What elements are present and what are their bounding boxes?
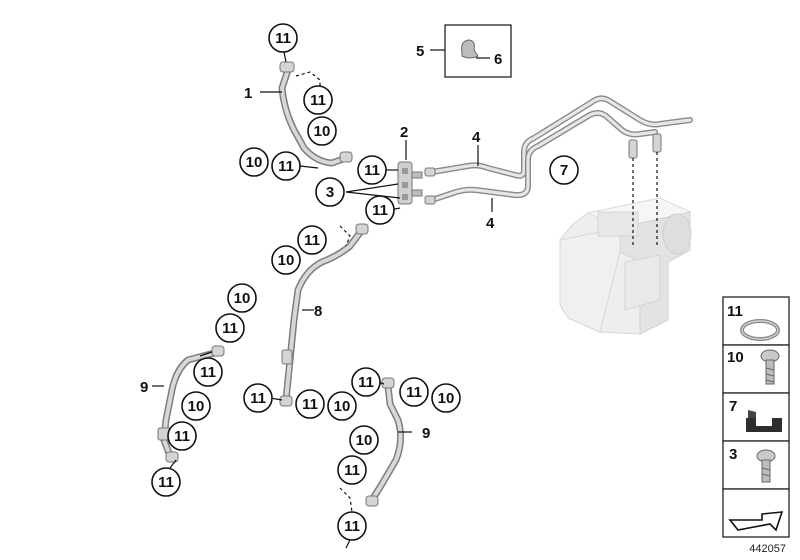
svg-text:11: 11 bbox=[358, 374, 374, 391]
callout-11-c: 11 bbox=[271, 151, 301, 181]
callout-10-h: 10 bbox=[349, 425, 379, 455]
brake-pipe-upper bbox=[429, 95, 693, 179]
callout-11-m: 11 bbox=[351, 367, 381, 397]
brake-hose-1 bbox=[278, 61, 353, 167]
callout-10-e: 10 bbox=[181, 391, 211, 421]
legend-item-arrow bbox=[722, 488, 790, 538]
callout-11-p: 11 bbox=[337, 511, 367, 541]
brake-pipe-lower bbox=[429, 110, 658, 203]
label-9-left: 9 bbox=[140, 379, 148, 396]
svg-text:3: 3 bbox=[729, 446, 737, 463]
callout-11-f: 11 bbox=[297, 225, 327, 255]
label-4-lower: 4 bbox=[486, 215, 495, 232]
callout-11-i: 11 bbox=[167, 421, 197, 451]
svg-text:11: 11 bbox=[310, 92, 326, 109]
callout-11-l: 11 bbox=[295, 389, 325, 419]
hex-socket-screw-icon bbox=[756, 449, 776, 483]
callout-11-j: 11 bbox=[151, 467, 181, 497]
label-4-upper: 4 bbox=[472, 129, 481, 146]
svg-text:11: 11 bbox=[364, 162, 380, 179]
callout-11-n: 11 bbox=[399, 377, 429, 407]
callout-7: 7 bbox=[549, 155, 579, 185]
banjo-bolt-icon bbox=[760, 349, 780, 385]
callout-3: 3 bbox=[315, 177, 345, 207]
callout-10-f: 10 bbox=[327, 391, 357, 421]
legend-item-11: 11 bbox=[722, 296, 790, 346]
svg-text:7: 7 bbox=[729, 398, 737, 415]
legend-item-7: 7 bbox=[722, 392, 790, 442]
callout-11-h: 11 bbox=[193, 357, 223, 387]
pipe-end-fittings bbox=[424, 133, 662, 248]
svg-text:7: 7 bbox=[560, 162, 568, 179]
reference-number: 442057 bbox=[749, 543, 786, 555]
svg-text:10: 10 bbox=[188, 398, 205, 415]
legend-item-3: 3 bbox=[722, 440, 790, 490]
callout-box-5-6 bbox=[430, 24, 512, 78]
svg-text:11: 11 bbox=[174, 428, 190, 445]
label-5: 5 bbox=[416, 43, 424, 60]
direction-arrow-icon bbox=[728, 511, 784, 532]
legend-item-10: 10 bbox=[722, 344, 790, 394]
label-2: 2 bbox=[400, 124, 408, 141]
label-9-right: 9 bbox=[422, 425, 430, 442]
svg-text:10: 10 bbox=[314, 123, 331, 140]
callout-10-g: 10 bbox=[431, 383, 461, 413]
distributor-block bbox=[397, 161, 423, 205]
callout-11-d: 11 bbox=[357, 155, 387, 185]
callout-11-k: 11 bbox=[243, 383, 273, 413]
brake-hose-9-right bbox=[365, 377, 405, 507]
svg-text:11: 11 bbox=[250, 390, 266, 407]
seal-ring-icon bbox=[740, 319, 780, 341]
label-8: 8 bbox=[314, 303, 322, 320]
label-1: 1 bbox=[244, 85, 252, 102]
svg-text:10: 10 bbox=[438, 390, 455, 407]
brake-hose-8 bbox=[279, 223, 369, 407]
svg-text:11: 11 bbox=[372, 202, 388, 219]
callout-11-g: 11 bbox=[215, 313, 245, 343]
callout-11-b: 11 bbox=[303, 85, 333, 115]
svg-text:10: 10 bbox=[727, 349, 744, 366]
abs-unit-illustration bbox=[559, 197, 692, 335]
svg-text:11: 11 bbox=[344, 462, 360, 479]
callout-11-e: 11 bbox=[365, 195, 395, 225]
svg-text:10: 10 bbox=[246, 154, 263, 171]
svg-text:11: 11 bbox=[344, 518, 360, 535]
svg-text:11: 11 bbox=[278, 158, 294, 175]
svg-text:11: 11 bbox=[304, 232, 320, 249]
svg-text:10: 10 bbox=[278, 252, 295, 269]
svg-text:11: 11 bbox=[200, 364, 216, 381]
svg-text:11: 11 bbox=[158, 474, 174, 491]
svg-text:11: 11 bbox=[727, 303, 743, 320]
svg-text:10: 10 bbox=[356, 432, 373, 449]
leader-lines bbox=[152, 51, 493, 549]
callout-11-o: 11 bbox=[337, 455, 367, 485]
callout-11-top: 11 bbox=[268, 23, 298, 53]
svg-text:11: 11 bbox=[302, 396, 318, 413]
callout-10-c: 10 bbox=[271, 245, 301, 275]
svg-text:11: 11 bbox=[222, 320, 238, 337]
svg-text:3: 3 bbox=[326, 184, 334, 201]
svg-text:10: 10 bbox=[234, 290, 251, 307]
svg-text:11: 11 bbox=[406, 384, 422, 401]
label-6: 6 bbox=[494, 51, 502, 68]
clip-holder-icon bbox=[746, 410, 782, 432]
callout-10-d: 10 bbox=[227, 283, 257, 313]
callout-10-a: 10 bbox=[307, 116, 337, 146]
svg-text:11: 11 bbox=[275, 30, 291, 47]
svg-text:10: 10 bbox=[334, 398, 351, 415]
callout-10-b: 10 bbox=[239, 147, 269, 177]
